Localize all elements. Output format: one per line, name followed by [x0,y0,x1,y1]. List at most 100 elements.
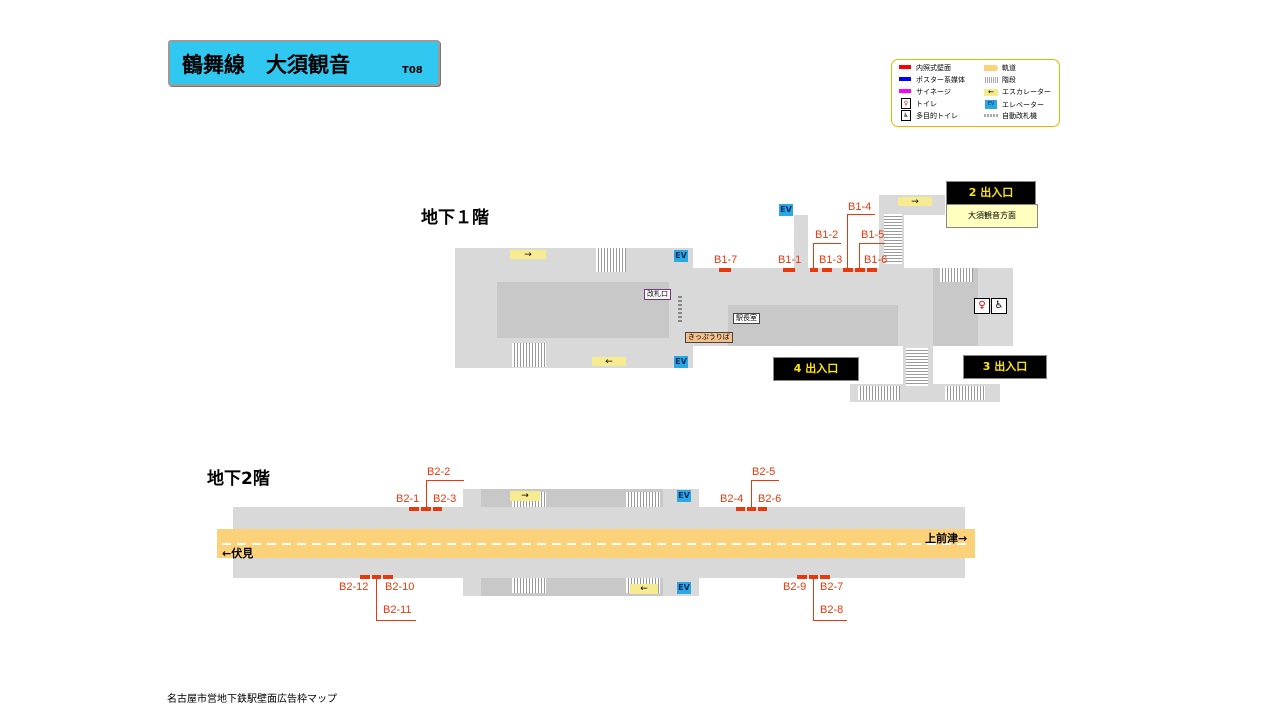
legend-label: 階段 [1002,76,1016,84]
ad-panel-b2-10[interactable] [383,575,393,579]
ad-label-b1-4: B1-4 [848,201,872,213]
ad-label-b1-3: B1-3 [819,254,843,266]
ad-label-b1-5: B1-5 [861,229,885,241]
ad-panel-b1-6[interactable] [867,268,877,272]
legend-label: 軌道 [1002,64,1016,72]
escalator-icon: ← [592,357,626,367]
leader-line [847,214,875,215]
ad-panel-b2-1[interactable] [409,507,419,511]
ad-label-b2-3: B2-3 [433,493,457,505]
ad-label-b2-5: B2-5 [752,466,776,478]
ad-panel-b2-2[interactable] [421,507,431,511]
exit-4-label: 4 出入口 [793,362,839,375]
station-office-tag: 駅長室 [733,313,760,324]
legend-label: 多目的トイレ [916,112,958,120]
ad-label-b1-1: B1-1 [778,254,802,266]
leader-line [859,243,860,268]
ad-panel-b1-4[interactable] [843,268,853,272]
ad-panel-b2-7[interactable] [820,575,830,579]
ticket-office-tag: きっぷうりば [685,332,733,343]
ad-label-b1-6: B1-6 [864,254,888,266]
escalator-icon: ← [630,584,658,594]
leader-line [426,480,427,507]
ad-panel-b2-11[interactable] [372,575,381,579]
track-swatch [984,65,998,71]
ad-panel-b2-8[interactable] [809,575,818,579]
exit-2-label: 2 出入口 [968,186,1014,199]
ad-label-b2-7: B2-7 [820,581,844,593]
leader-line [859,243,885,244]
exit-3-label: 3 出入口 [982,360,1028,373]
exit-3-box[interactable]: 3 出入口 [963,355,1047,379]
ad-label-b1-2: B1-2 [815,229,839,241]
stairs-icon [945,386,985,400]
leader-line [751,480,779,481]
ad-label-b1-7: B1-7 [714,254,738,266]
ad-label-b2-2: B2-2 [427,466,451,478]
toilet-icon: ♀ [974,298,990,314]
ad-panel-b2-6[interactable] [758,507,767,511]
track-center-dashes [222,543,967,545]
station-title: 鶴舞線 大須観音 [182,53,350,77]
stairs-icon [512,343,546,367]
ad-panel-b2-12[interactable] [360,575,370,579]
ad-panel-b2-3[interactable] [433,507,442,511]
accessible-toilet-icon: ♿ [991,298,1007,314]
exit-4-box[interactable]: 4 出入口 [773,357,859,381]
escalator-icon: → [510,491,540,501]
accessible-toilet-icon: ♿ [901,110,911,121]
ticket-gate-icon [984,114,998,117]
elevator-icon: EV [677,490,691,502]
elevator-icon: EV [677,582,691,594]
ad-label-b2-8: B2-8 [820,604,844,616]
legend-label: ポスター系媒体 [916,76,965,84]
station-code: T08 [402,65,423,76]
leader-line [847,214,848,268]
ad-panel-b1-1[interactable] [783,268,795,272]
stairs-icon [940,268,973,282]
ad-panel-b1-5[interactable] [855,268,865,272]
ad-label-b2-11: B2-11 [383,604,412,616]
legend-swatch-poster [899,77,911,81]
ad-panel-b2-5[interactable] [747,507,756,511]
legend-label: トイレ [916,100,937,108]
legend-label: 自動改札機 [1002,112,1037,120]
ticket-gate-icon [678,294,682,322]
legend: 内照式壁面 ポスター系媒体 サイネージ ♀ トイレ ♿ 多目的トイレ 軌道 階段… [891,59,1060,127]
ad-panel-b1-7[interactable] [719,268,731,272]
elevator-icon: EV [779,204,793,216]
stairs-icon [858,386,900,400]
legend-swatch-illuminated [899,65,911,69]
ad-label-b2-12: B2-12 [339,581,369,593]
direction-right-label: 上前津→ [925,532,968,545]
leader-line [751,480,752,507]
ad-panel-b2-4[interactable] [736,507,745,511]
exit-2-direction: 大須観音方面 [946,204,1038,228]
floor-b1-title: 地下１階 [421,208,489,228]
elevator-icon: EV [985,100,997,109]
ad-panel-b1-2[interactable] [810,268,818,272]
exit-2-direction-label: 大須観音方面 [968,211,1016,220]
stairs-icon [512,578,546,593]
toilet-icon: ♀ [901,98,911,109]
ad-panel-b2-9[interactable] [797,575,807,579]
exit-2-box[interactable]: 2 出入口 [946,181,1036,205]
ad-label-b2-9: B2-9 [783,581,807,593]
ad-label-b2-1: B2-1 [396,493,420,505]
gate-tag: 改札口 [644,289,671,300]
station-title-box: 鶴舞線 大須観音 T08 [168,40,440,86]
ad-panel-b1-3[interactable] [822,268,832,272]
stairs-icon [884,214,902,264]
legend-label: 内照式壁面 [916,64,951,72]
escalator-icon: → [510,250,546,260]
ad-label-b2-10: B2-10 [385,581,415,593]
leader-line [426,480,464,481]
elevator-icon: EV [674,356,688,368]
stairs-icon [906,348,928,386]
legend-swatch-signage [899,89,911,93]
stairs-icon [984,77,998,83]
floor-b2-title: 地下2階 [207,469,270,489]
legend-label: サイネージ [916,88,951,96]
elevator-icon: EV [674,250,688,262]
legend-label: エスカレーター [1002,88,1051,96]
